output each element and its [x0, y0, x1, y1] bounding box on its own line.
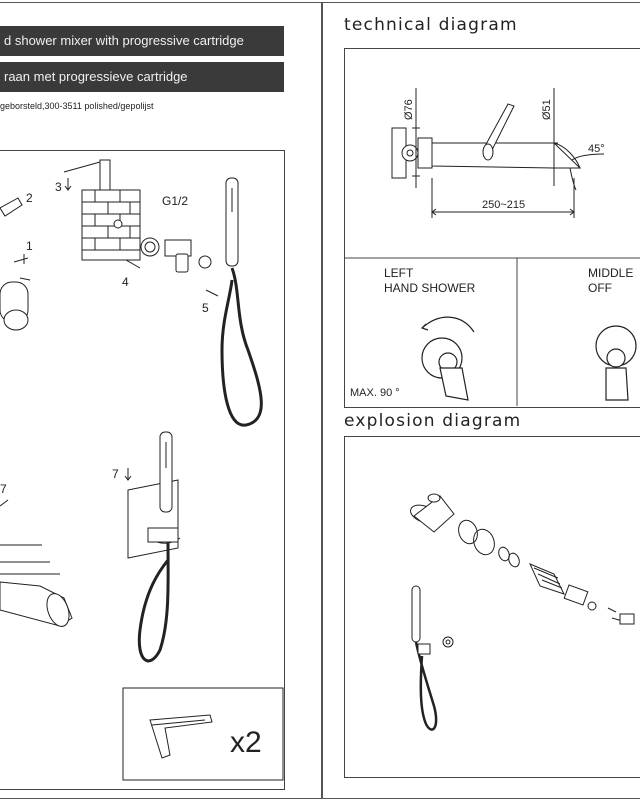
right-page-frame [322, 2, 640, 799]
mode-icons [420, 316, 637, 401]
step-label-4: 4 [122, 275, 129, 289]
dimension-d76: Ø76 [403, 99, 415, 120]
title-bar-english: d shower mixer with progressive cartridg… [0, 26, 284, 56]
step-label-3: 3 [55, 180, 62, 194]
step-label-7-left: 7 [0, 482, 7, 496]
installation-illustration-frame [0, 150, 285, 790]
step-label-2: 2 [26, 191, 33, 205]
technical-diagram-frame [344, 48, 640, 408]
explosion-diagram-frame [344, 436, 640, 778]
title-bar-dutch: raan met progressieve cartridge [0, 62, 284, 92]
quantity-label: x2 [230, 726, 262, 759]
finish-codes: geborsteld,300-3511 polished/gepolijst [0, 101, 154, 111]
step-label-1: 1 [26, 239, 33, 253]
installation-illustration: 3 2 1 G1/2 4 5 7 7 x2 [0, 159, 284, 781]
dimension-d51: Ø51 [541, 99, 553, 120]
mode-left-label-line2: HAND SHOWER [384, 281, 476, 295]
technical-drawing: Ø76 Ø51 45° 250~215 [344, 88, 640, 406]
mode-left-label-line1: LEFT [384, 266, 414, 280]
left-page-frame [0, 2, 322, 799]
dimension-angle: 45° [588, 143, 605, 155]
mode-middle-label-line1: MIDDLE [588, 266, 634, 280]
technical-diagram-title: technical diagram [344, 15, 518, 35]
thread-size-label: G1/2 [162, 194, 188, 208]
step-label-5: 5 [202, 301, 209, 315]
mode-middle-label-line2: OFF [588, 281, 612, 295]
dimension-length: 250~215 [482, 199, 525, 211]
explosion-diagram-title: explosion diagram [344, 411, 522, 431]
mode-max-label: MAX. 90 ° [350, 387, 400, 399]
step-label-7-right: 7 [112, 467, 119, 481]
explosion-drawing [410, 493, 635, 731]
